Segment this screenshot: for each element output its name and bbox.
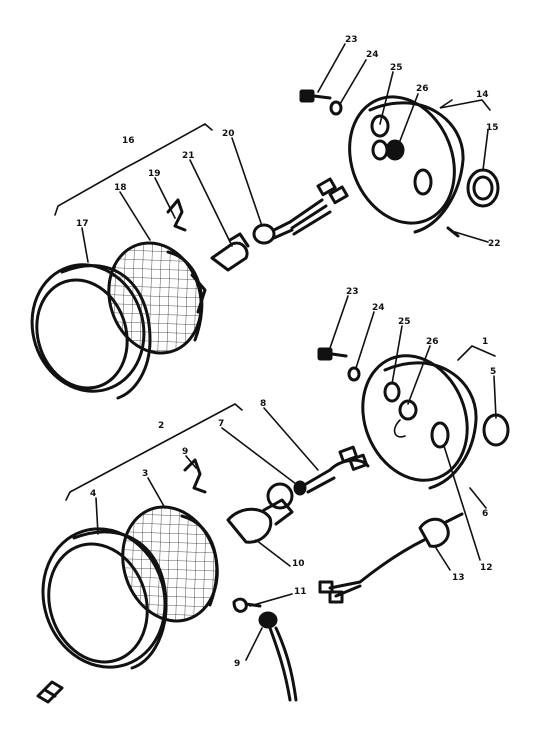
label-15: 15 bbox=[486, 123, 499, 133]
label-13: 13 bbox=[452, 573, 465, 583]
leader-lines bbox=[81, 43, 497, 661]
brace-2 bbox=[65, 403, 243, 501]
label-8: 8 bbox=[260, 399, 266, 409]
label-24-lower: 24 bbox=[372, 303, 385, 313]
lens-unit-18 bbox=[107, 241, 207, 355]
label-19: 19 bbox=[148, 169, 161, 179]
label-16: 16 bbox=[122, 136, 135, 146]
label-11: 11 bbox=[294, 587, 307, 597]
corner-logo-icon bbox=[36, 680, 64, 704]
label-2: 2 bbox=[158, 421, 164, 431]
housing-14 bbox=[348, 95, 465, 234]
bolt-23-upper bbox=[299, 89, 332, 103]
label-9-upper: 9 bbox=[182, 447, 188, 457]
label-14: 14 bbox=[476, 90, 489, 100]
part-labels: 23 24 25 26 14 15 22 16 20 21 19 18 17 2… bbox=[76, 35, 501, 669]
clip-19 bbox=[166, 198, 187, 232]
grommet-15 bbox=[466, 168, 500, 208]
label-22: 22 bbox=[488, 239, 501, 249]
label-5: 5 bbox=[490, 367, 496, 377]
label-18: 18 bbox=[114, 183, 127, 193]
label-10: 10 bbox=[292, 559, 305, 569]
bulb-21 bbox=[210, 232, 250, 272]
grommet-5 bbox=[482, 413, 510, 447]
label-4: 4 bbox=[90, 489, 96, 499]
harness-13 bbox=[318, 512, 464, 604]
label-7: 7 bbox=[218, 419, 224, 429]
socket-20 bbox=[252, 177, 349, 245]
label-24-upper: 24 bbox=[366, 50, 379, 60]
label-20: 20 bbox=[222, 129, 235, 139]
label-25-lower: 25 bbox=[398, 317, 411, 327]
pilot-bulb-11 bbox=[232, 597, 298, 702]
label-26-upper: 26 bbox=[416, 84, 429, 94]
label-21: 21 bbox=[182, 151, 195, 161]
label-6: 6 bbox=[482, 509, 488, 519]
label-12: 12 bbox=[480, 563, 493, 573]
lens-unit-3 bbox=[121, 505, 219, 623]
housing-1 bbox=[361, 354, 478, 490]
bolt-22 bbox=[446, 226, 460, 238]
washer-24-upper bbox=[329, 100, 343, 116]
washer-24-lower bbox=[347, 366, 361, 382]
socket-6 bbox=[266, 445, 370, 510]
bolt-23-lower bbox=[317, 347, 348, 361]
label-23-lower: 23 bbox=[346, 287, 359, 297]
brace-16 bbox=[54, 123, 213, 216]
label-3: 3 bbox=[142, 469, 148, 479]
label-25-upper: 25 bbox=[390, 63, 403, 73]
label-1: 1 bbox=[482, 337, 488, 347]
label-26-lower: 26 bbox=[426, 337, 439, 347]
label-23-upper: 23 bbox=[345, 35, 358, 45]
clip-9-upper bbox=[183, 458, 207, 494]
label-17: 17 bbox=[76, 219, 89, 229]
label-9-lower: 9 bbox=[234, 659, 240, 669]
